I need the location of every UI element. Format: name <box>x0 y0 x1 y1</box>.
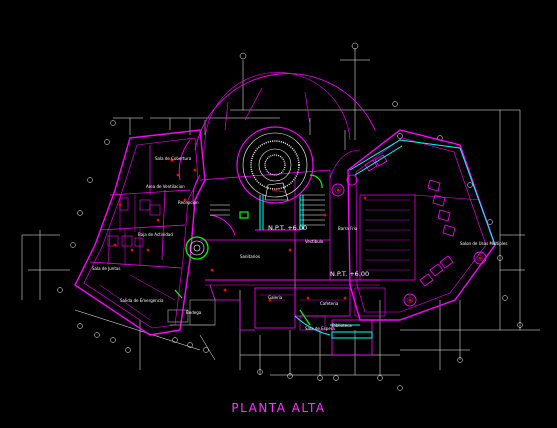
label-salida-emergencia: Salida de Emergencia <box>120 298 164 303</box>
label-biblioteca: Biblioteca <box>332 323 352 328</box>
label-sala-espera: Sala de Espera <box>305 326 335 331</box>
label-area-ventilacion: Area de Ventilacion <box>146 184 185 189</box>
green-accents <box>174 174 323 326</box>
grid-bubbles <box>57 42 523 391</box>
label-sala-cobertura: Sala de Cobertura <box>155 156 192 161</box>
label-vestibulo: Vestibulo <box>305 239 324 244</box>
label-sanitarios: Sanitarios <box>240 254 260 259</box>
label-npt-right: N.P.T. +6.00 <box>330 270 369 278</box>
lower-left-blocks <box>167 299 216 326</box>
label-galeria: Galeria <box>268 295 283 300</box>
circular-stair <box>236 126 314 204</box>
label-salon-usos: Salon de Usos Multiples <box>460 241 507 246</box>
building-walls <box>74 72 496 356</box>
drawing-title: PLANTA ALTA <box>231 401 326 415</box>
red-markers <box>113 158 482 302</box>
label-barra-fria: Barra Fria <box>338 226 358 231</box>
label-bodega: Bodega <box>186 310 202 315</box>
dimension-lines <box>21 48 540 376</box>
glass-walls <box>259 139 496 339</box>
central-arcs <box>178 139 300 236</box>
label-npt-left: N.P.T. +6.00 <box>268 224 307 232</box>
stair-treads <box>210 194 325 226</box>
architectural-floor-plan: N.P.T. +6.00 N.P.T. +6.00 Vestibulo Sala… <box>21 42 540 391</box>
room-labels: N.P.T. +6.00 N.P.T. +6.00 Vestibulo Sala… <box>92 156 507 331</box>
label-sala-juntas: Sala de Juntas <box>92 266 120 271</box>
label-baja-actividad: Baja de Actividad <box>138 232 173 237</box>
label-cafeteria: Cafeteria <box>320 301 339 306</box>
label-recepcion: Recepcion <box>178 200 199 205</box>
small-circular-stair <box>185 236 209 260</box>
